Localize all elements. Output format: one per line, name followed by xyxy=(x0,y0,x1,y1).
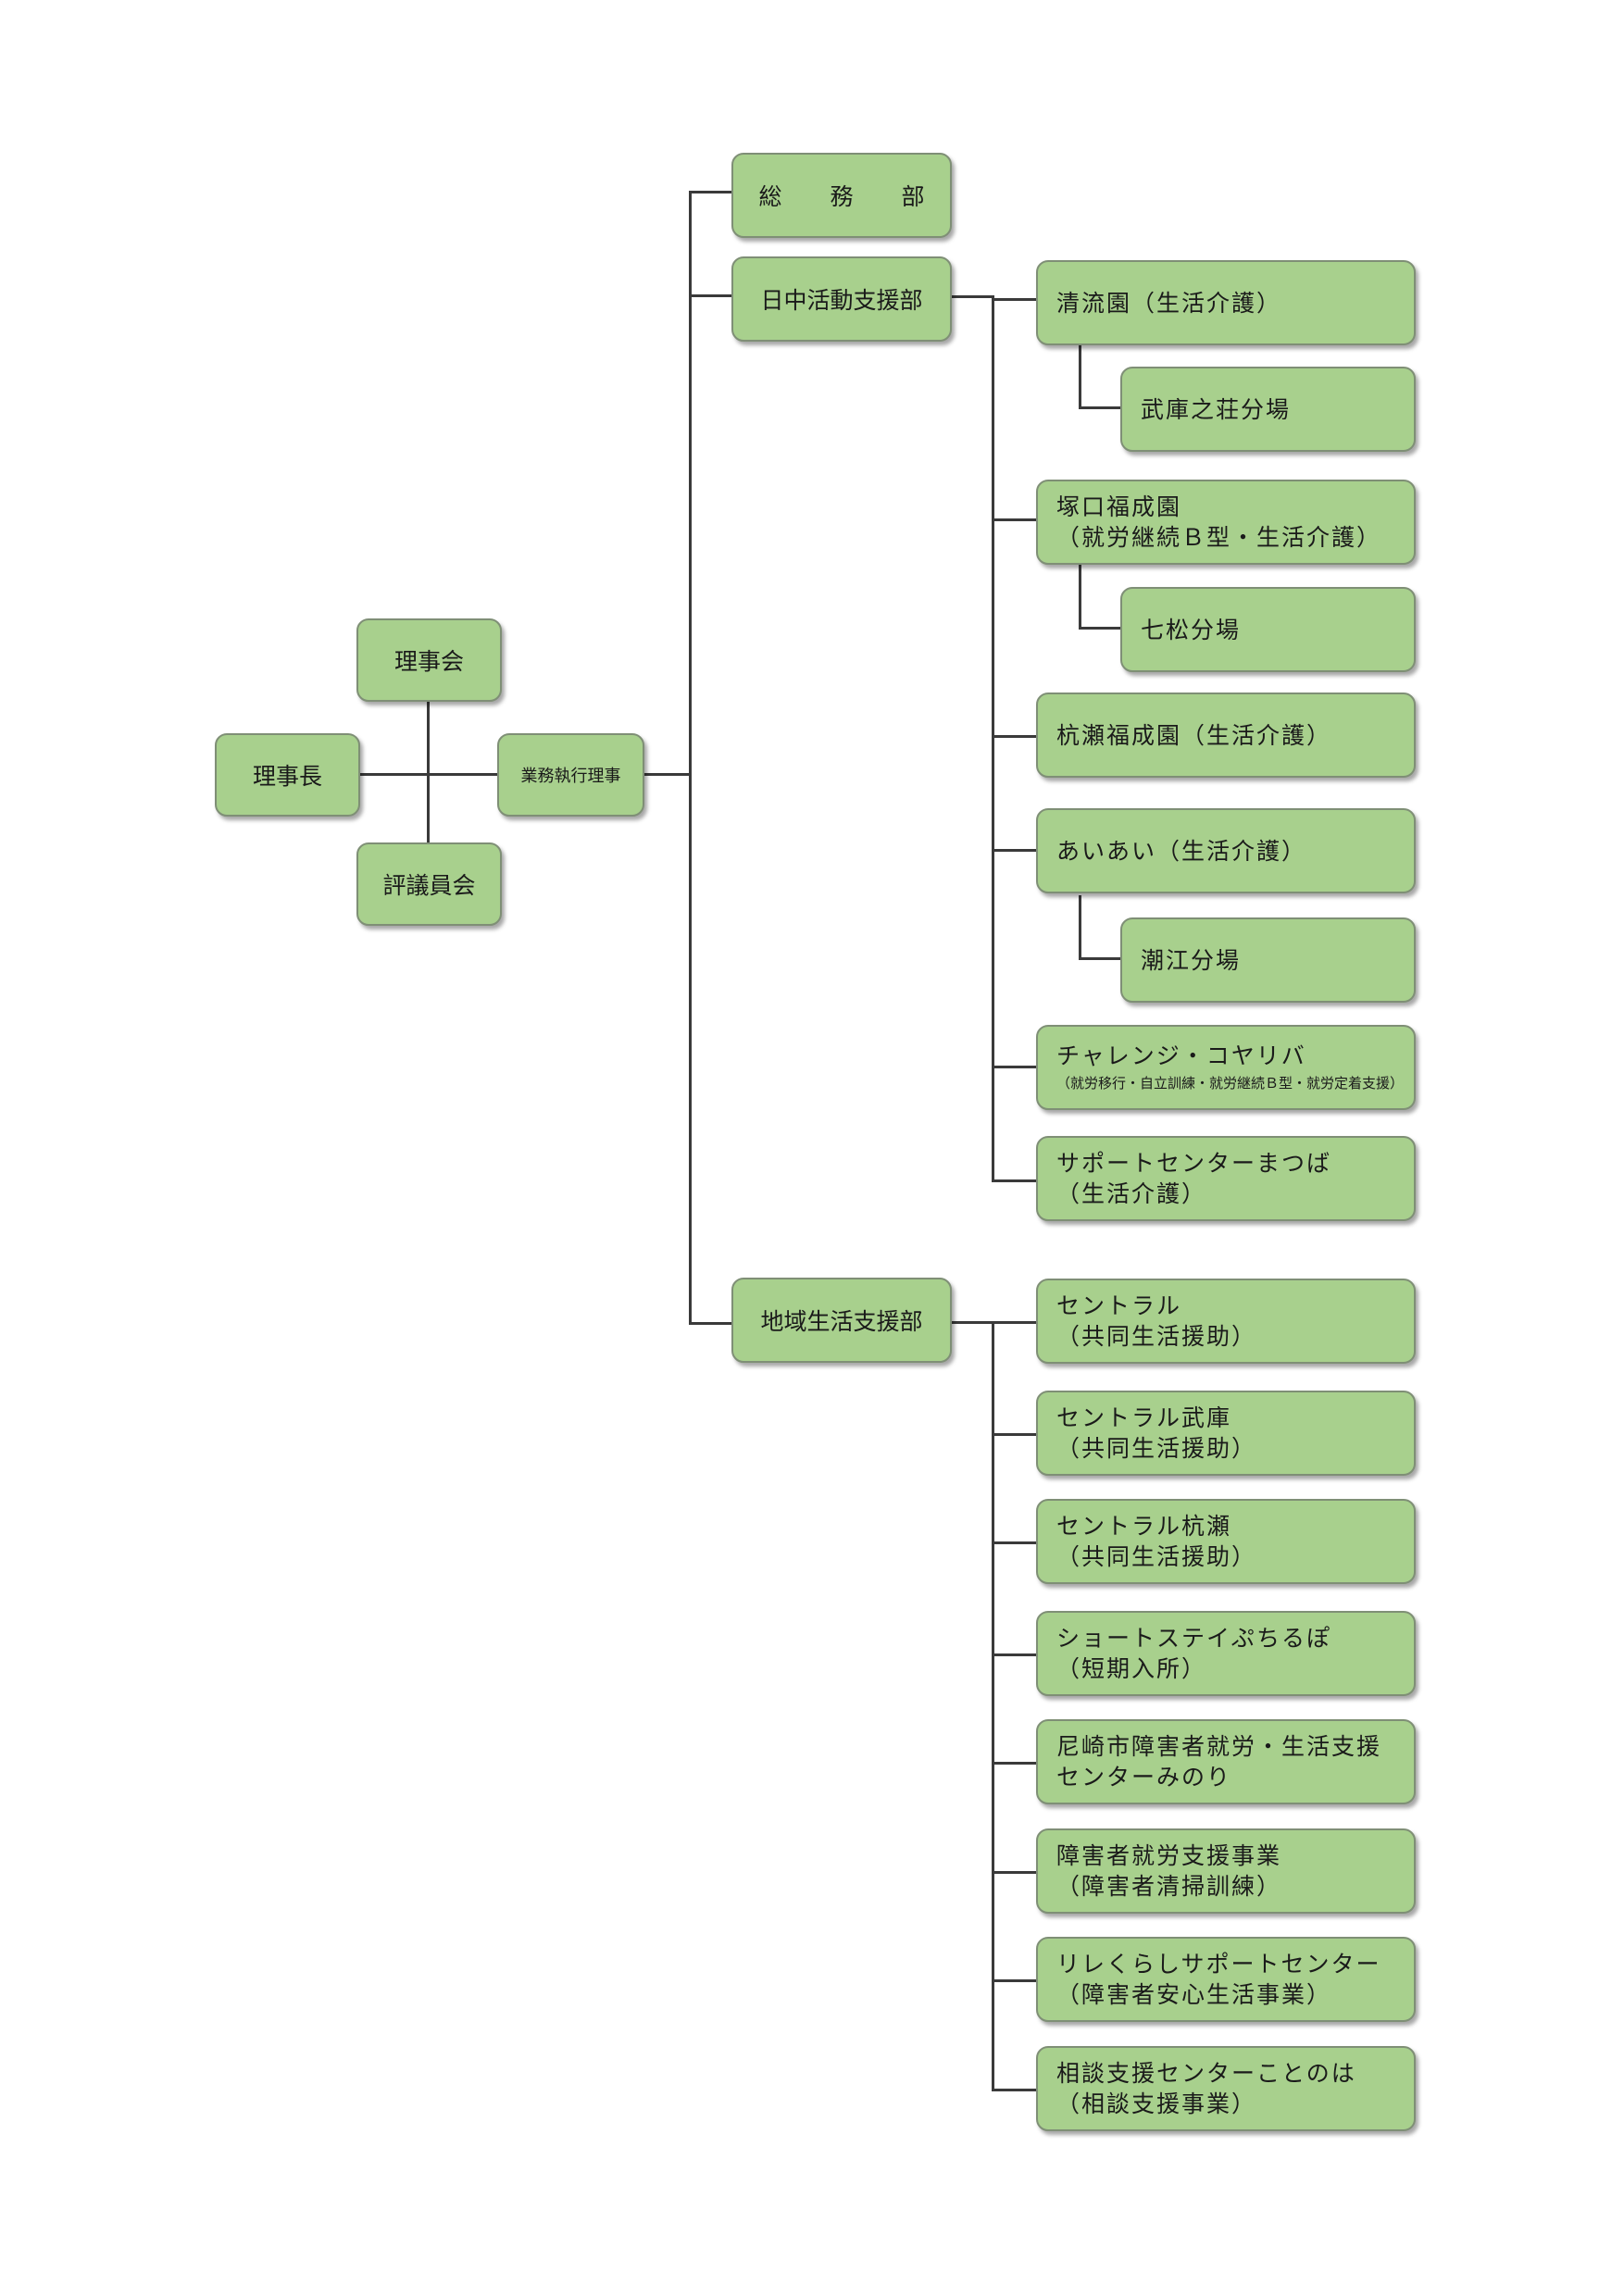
unit-box: ショートステイぷちるぽ （短期入所） xyxy=(1036,1611,1416,1696)
chairman-label: 理事長 xyxy=(252,763,322,790)
connector-line xyxy=(1079,895,1081,959)
unit-name: 杭瀬福成園（生活介護） xyxy=(1056,721,1332,749)
unit-name: 相談支援センターことのは xyxy=(1056,2060,1356,2087)
unit-subtitle: （共同生活援助） xyxy=(1056,1543,1257,1570)
unit-box: 障害者就労支援事業 （障害者清掃訓練） xyxy=(1036,1828,1416,1914)
unit-box: 清流園（生活介護） xyxy=(1036,260,1416,345)
connector-line xyxy=(992,2089,1036,2091)
board-label: 理事会 xyxy=(394,648,464,675)
unit-name: リレくらしサポートセンター xyxy=(1056,1951,1381,1978)
board-box: 理事会 xyxy=(356,618,502,702)
councilors-label: 評議員会 xyxy=(382,872,476,899)
connector-line xyxy=(952,295,994,298)
connector-line xyxy=(992,1871,1036,1874)
unit-box: あいあい（生活介護） xyxy=(1036,808,1416,893)
unit-box: セントラル武庫 （共同生活援助） xyxy=(1036,1391,1416,1476)
unit-box: 武庫之荘分場 xyxy=(1120,367,1416,452)
unit-name: チャレンジ・コヤリバ xyxy=(1056,1042,1306,1069)
unit-box: 相談支援センターことのは （相談支援事業） xyxy=(1036,2046,1416,2131)
unit-name: 武庫之荘分場 xyxy=(1141,395,1292,423)
unit-name: サポートセンターまつば xyxy=(1056,1150,1332,1177)
connector-line xyxy=(992,518,1036,521)
connector-line xyxy=(1079,627,1120,630)
unit-name: セントラル杭瀬 xyxy=(1056,1513,1232,1540)
connector-line xyxy=(992,1066,1036,1068)
connector-line xyxy=(357,773,500,776)
connector-line xyxy=(1079,957,1120,960)
unit-subtitle: （就労継続Ｂ型・生活介護） xyxy=(1056,524,1382,551)
connector-line xyxy=(1079,406,1120,409)
connector-line xyxy=(689,191,733,193)
unit-subtitle: （障害者安心生活事業） xyxy=(1056,1981,1332,2008)
unit-box: 潮江分場 xyxy=(1120,917,1416,1003)
unit-box: リレくらしサポートセンター （障害者安心生活事業） xyxy=(1036,1937,1416,2022)
connector-line xyxy=(992,1762,1036,1765)
connector-line xyxy=(427,701,430,925)
community-living-dept-box: 地域生活支援部 xyxy=(731,1278,952,1363)
unit-subtitle: センターみのり xyxy=(1056,1764,1232,1791)
day-activity-dept-label: 日中活動支援部 xyxy=(760,287,923,314)
unit-subtitle: （就労移行・自立訓練・就労継続Ｂ型・就労定着支援） xyxy=(1056,1074,1405,1092)
unit-subtitle: （相談支援事業） xyxy=(1056,2090,1257,2117)
unit-name: セントラル武庫 xyxy=(1056,1404,1232,1431)
unit-name: 塚口福成園 xyxy=(1056,493,1182,520)
unit-name: 七松分場 xyxy=(1141,616,1242,643)
unit-box: チャレンジ・コヤリバ （就労移行・自立訓練・就労継続Ｂ型・就労定着支援） xyxy=(1036,1025,1416,1110)
unit-name: 潮江分場 xyxy=(1141,946,1242,974)
unit-subtitle: （生活介護） xyxy=(1056,1180,1207,1207)
connector-line xyxy=(992,1321,1036,1324)
connector-line xyxy=(992,1433,1036,1436)
unit-name: ショートステイぷちるぽ xyxy=(1056,1625,1332,1652)
executive-director-label: 業務執行理事 xyxy=(520,767,621,786)
unit-name: 清流園（生活介護） xyxy=(1056,289,1282,317)
connector-line xyxy=(689,191,692,1322)
connector-line xyxy=(644,773,689,776)
connector-line xyxy=(992,1541,1036,1544)
general-affairs-dept-box: 総 務 部 xyxy=(731,153,952,238)
connector-line xyxy=(1079,565,1081,629)
general-affairs-dept-label: 総 務 部 xyxy=(758,183,945,210)
connector-line xyxy=(992,1979,1036,1982)
unit-box: 七松分場 xyxy=(1120,587,1416,672)
unit-box: 塚口福成園 （就労継続Ｂ型・生活介護） xyxy=(1036,480,1416,565)
unit-name: あいあい（生活介護） xyxy=(1056,837,1307,865)
connector-line xyxy=(952,1321,994,1324)
unit-subtitle: （障害者清掃訓練） xyxy=(1056,1873,1282,1900)
connector-line xyxy=(992,298,1036,301)
unit-box: サポートセンターまつば （生活介護） xyxy=(1036,1136,1416,1221)
community-living-dept-label: 地域生活支援部 xyxy=(760,1308,923,1335)
connector-line xyxy=(992,1653,1036,1656)
chairman-box: 理事長 xyxy=(215,733,360,817)
unit-box: 尼崎市障害者就労・生活支援 センターみのり xyxy=(1036,1719,1416,1804)
unit-box: セントラル （共同生活援助） xyxy=(1036,1279,1416,1364)
unit-box: セントラル杭瀬 （共同生活援助） xyxy=(1036,1499,1416,1584)
councilors-box: 評議員会 xyxy=(356,842,502,926)
unit-subtitle: （短期入所） xyxy=(1056,1655,1207,1682)
connector-line xyxy=(689,294,733,297)
connector-line xyxy=(1079,344,1081,408)
connector-line xyxy=(992,1179,1036,1182)
connector-line xyxy=(992,1321,994,2090)
connector-line xyxy=(992,295,994,1181)
connector-line xyxy=(992,735,1036,738)
unit-name: セントラル xyxy=(1056,1292,1182,1319)
connector-line xyxy=(992,849,1036,852)
connector-line xyxy=(689,1322,733,1325)
unit-subtitle: （共同生活援助） xyxy=(1056,1435,1257,1462)
unit-subtitle: （共同生活援助） xyxy=(1056,1323,1257,1350)
day-activity-dept-box: 日中活動支援部 xyxy=(731,256,952,342)
unit-name: 障害者就労支援事業 xyxy=(1056,1842,1282,1869)
unit-box: 杭瀬福成園（生活介護） xyxy=(1036,693,1416,778)
unit-name: 尼崎市障害者就労・生活支援 xyxy=(1056,1733,1382,1760)
executive-director-box: 業務執行理事 xyxy=(497,733,644,817)
